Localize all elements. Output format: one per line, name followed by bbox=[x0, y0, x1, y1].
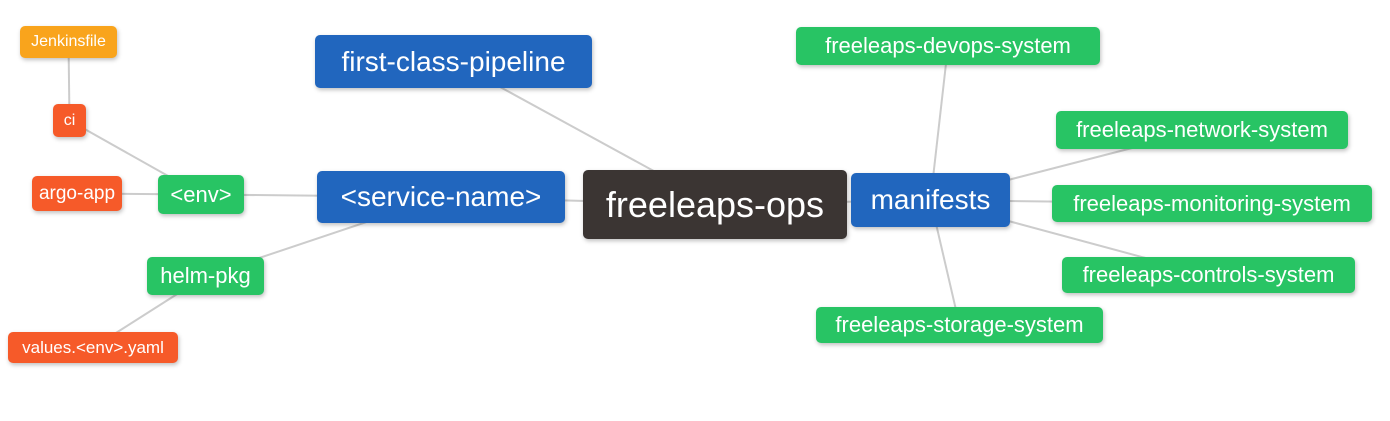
mindmap-node-ci[interactable]: ci bbox=[53, 104, 86, 137]
mindmap-node-service-name[interactable]: <service-name> bbox=[317, 171, 565, 223]
mindmap-node-helm-pkg[interactable]: helm-pkg bbox=[147, 257, 264, 295]
mindmap-node-storage-system[interactable]: freeleaps-storage-system bbox=[816, 307, 1103, 343]
mindmap-node-monitoring-system[interactable]: freeleaps-monitoring-system bbox=[1052, 185, 1372, 222]
mindmap-node-env[interactable]: <env> bbox=[158, 175, 244, 214]
mindmap-node-argo-app[interactable]: argo-app bbox=[32, 176, 122, 211]
mindmap-node-devops-system[interactable]: freeleaps-devops-system bbox=[796, 27, 1100, 65]
mindmap-node-controls-system[interactable]: freeleaps-controls-system bbox=[1062, 257, 1355, 293]
mindmap-node-jenkinsfile[interactable]: Jenkinsfile bbox=[20, 26, 117, 58]
mindmap-node-freeleaps-ops[interactable]: freeleaps-ops bbox=[583, 170, 847, 239]
mindmap-node-first-class-pipeline[interactable]: first-class-pipeline bbox=[315, 35, 592, 88]
mindmap-node-manifests[interactable]: manifests bbox=[851, 173, 1010, 227]
mindmap-node-values-env-yaml[interactable]: values.<env>.yaml bbox=[8, 332, 178, 363]
mindmap-node-network-system[interactable]: freeleaps-network-system bbox=[1056, 111, 1348, 149]
